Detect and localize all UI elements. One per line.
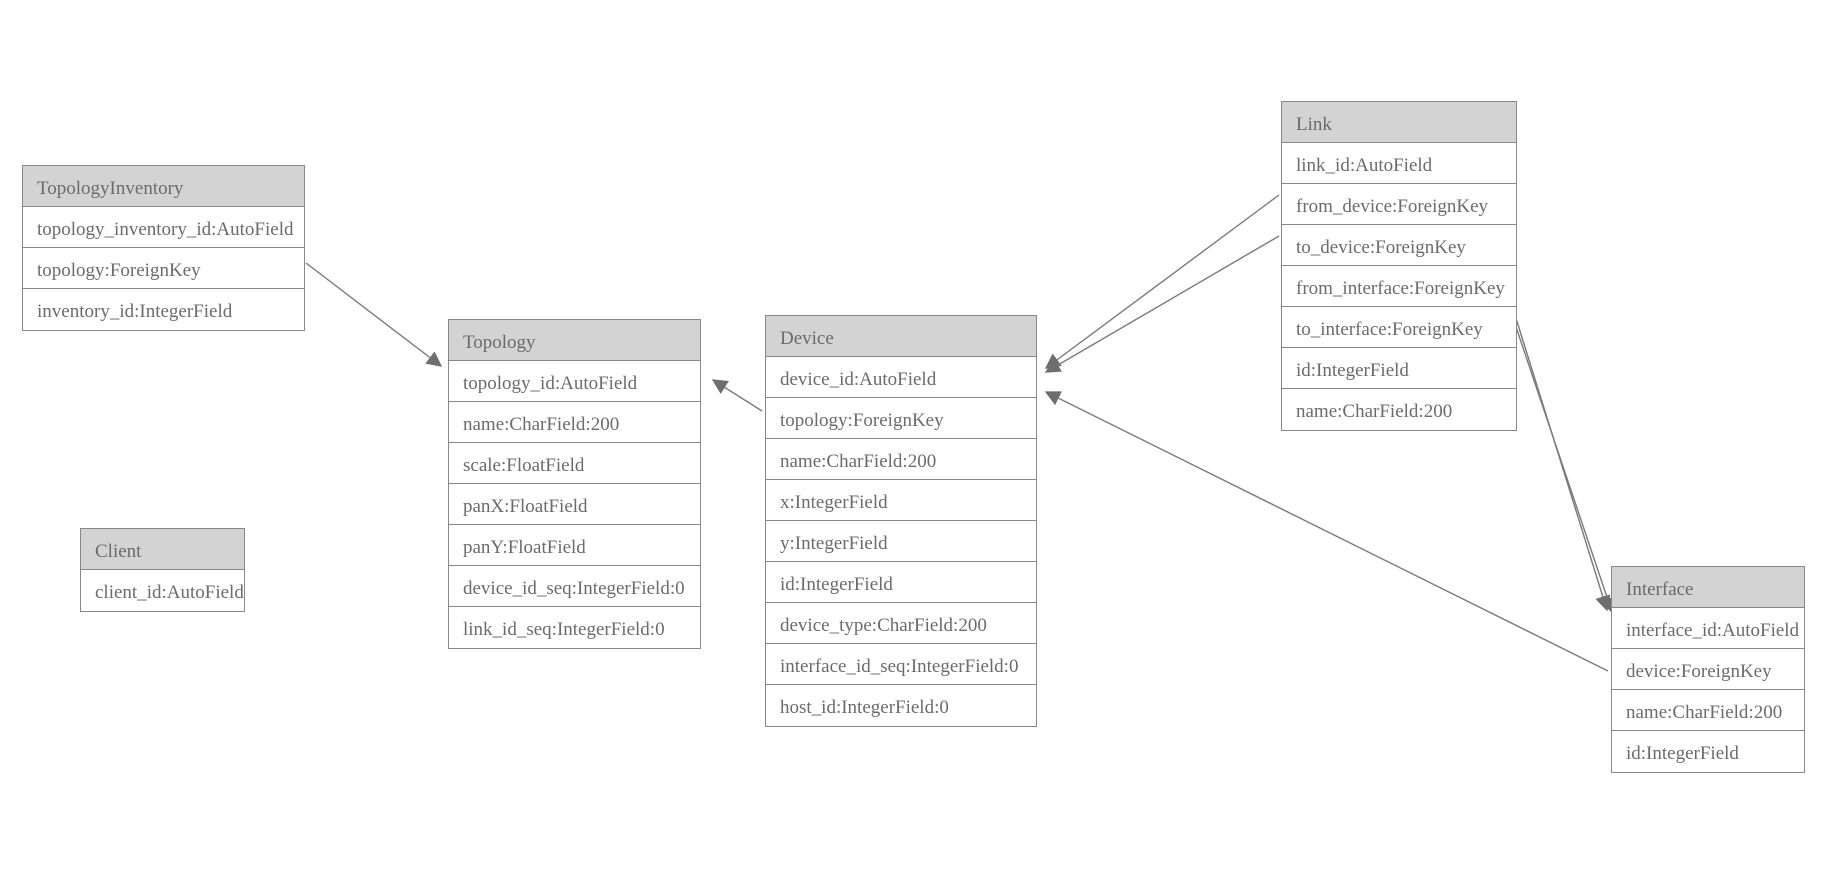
entity-field[interactable]: to_device:ForeignKey xyxy=(1282,225,1516,266)
entity-field[interactable]: topology_inventory_id:AutoField xyxy=(23,207,304,248)
entity-field[interactable]: client_id:AutoField xyxy=(81,570,244,611)
entity-field[interactable]: device:ForeignKey xyxy=(1612,649,1804,690)
entity-field[interactable]: topology_id:AutoField xyxy=(449,361,700,402)
entity-field[interactable]: panY:FloatField xyxy=(449,525,700,566)
entity-title-device: Device xyxy=(766,316,1036,357)
entity-field[interactable]: inventory_id:IntegerField xyxy=(23,289,304,330)
relationship-edge-link-to_device-device xyxy=(1044,235,1280,373)
entity-field[interactable]: host_id:IntegerField:0 xyxy=(766,685,1036,726)
entity-title-topology: Topology xyxy=(449,320,700,361)
entity-field[interactable]: id:IntegerField xyxy=(766,562,1036,603)
entity-fields-client: client_id:AutoField xyxy=(81,570,244,611)
entity-field[interactable]: scale:FloatField xyxy=(449,443,700,484)
entity-field[interactable]: interface_id:AutoField xyxy=(1612,608,1804,649)
relationship-edge-link-to_interface-interface xyxy=(1514,323,1615,614)
entity-field[interactable]: name:CharField:200 xyxy=(449,402,700,443)
entity-field[interactable]: y:IntegerField xyxy=(766,521,1036,562)
entity-field[interactable]: id:IntegerField xyxy=(1612,731,1804,772)
relationship-edge-device-topology xyxy=(711,379,763,412)
entity-field[interactable]: to_interface:ForeignKey xyxy=(1282,307,1516,348)
entity-title-topology_inventory: TopologyInventory xyxy=(23,166,304,207)
entity-field[interactable]: name:CharField:200 xyxy=(1282,389,1516,430)
entity-field[interactable]: link_id:AutoField xyxy=(1282,143,1516,184)
entity-field[interactable]: name:CharField:200 xyxy=(766,439,1036,480)
entity-field[interactable]: from_device:ForeignKey xyxy=(1282,184,1516,225)
entity-field[interactable]: name:CharField:200 xyxy=(1612,690,1804,731)
entity-field[interactable]: device_type:CharField:200 xyxy=(766,603,1036,644)
relationship-edge-link-from_interface-interface xyxy=(1504,282,1611,612)
entity-field[interactable]: from_interface:ForeignKey xyxy=(1282,266,1516,307)
entity-title-interface: Interface xyxy=(1612,567,1804,608)
entity-field[interactable]: device_id_seq:IntegerField:0 xyxy=(449,566,700,607)
entity-field[interactable]: id:IntegerField xyxy=(1282,348,1516,389)
entity-field[interactable]: device_id:AutoField xyxy=(766,357,1036,398)
entity-field[interactable]: panX:FloatField xyxy=(449,484,700,525)
entity-field[interactable]: topology:ForeignKey xyxy=(23,248,304,289)
entity-field[interactable]: interface_id_seq:IntegerField:0 xyxy=(766,644,1036,685)
entity-title-link: Link xyxy=(1282,102,1516,143)
relationship-edge-interface-device-device xyxy=(1044,391,1609,672)
entity-title-client: Client xyxy=(81,529,244,570)
entity-field[interactable]: x:IntegerField xyxy=(766,480,1036,521)
relationship-edge-topologyinventory-topology xyxy=(305,262,443,367)
relationship-edge-link-from_device-device xyxy=(1044,194,1280,369)
entity-field[interactable]: topology:ForeignKey xyxy=(766,398,1036,439)
entity-field[interactable]: link_id_seq:IntegerField:0 xyxy=(449,607,700,648)
